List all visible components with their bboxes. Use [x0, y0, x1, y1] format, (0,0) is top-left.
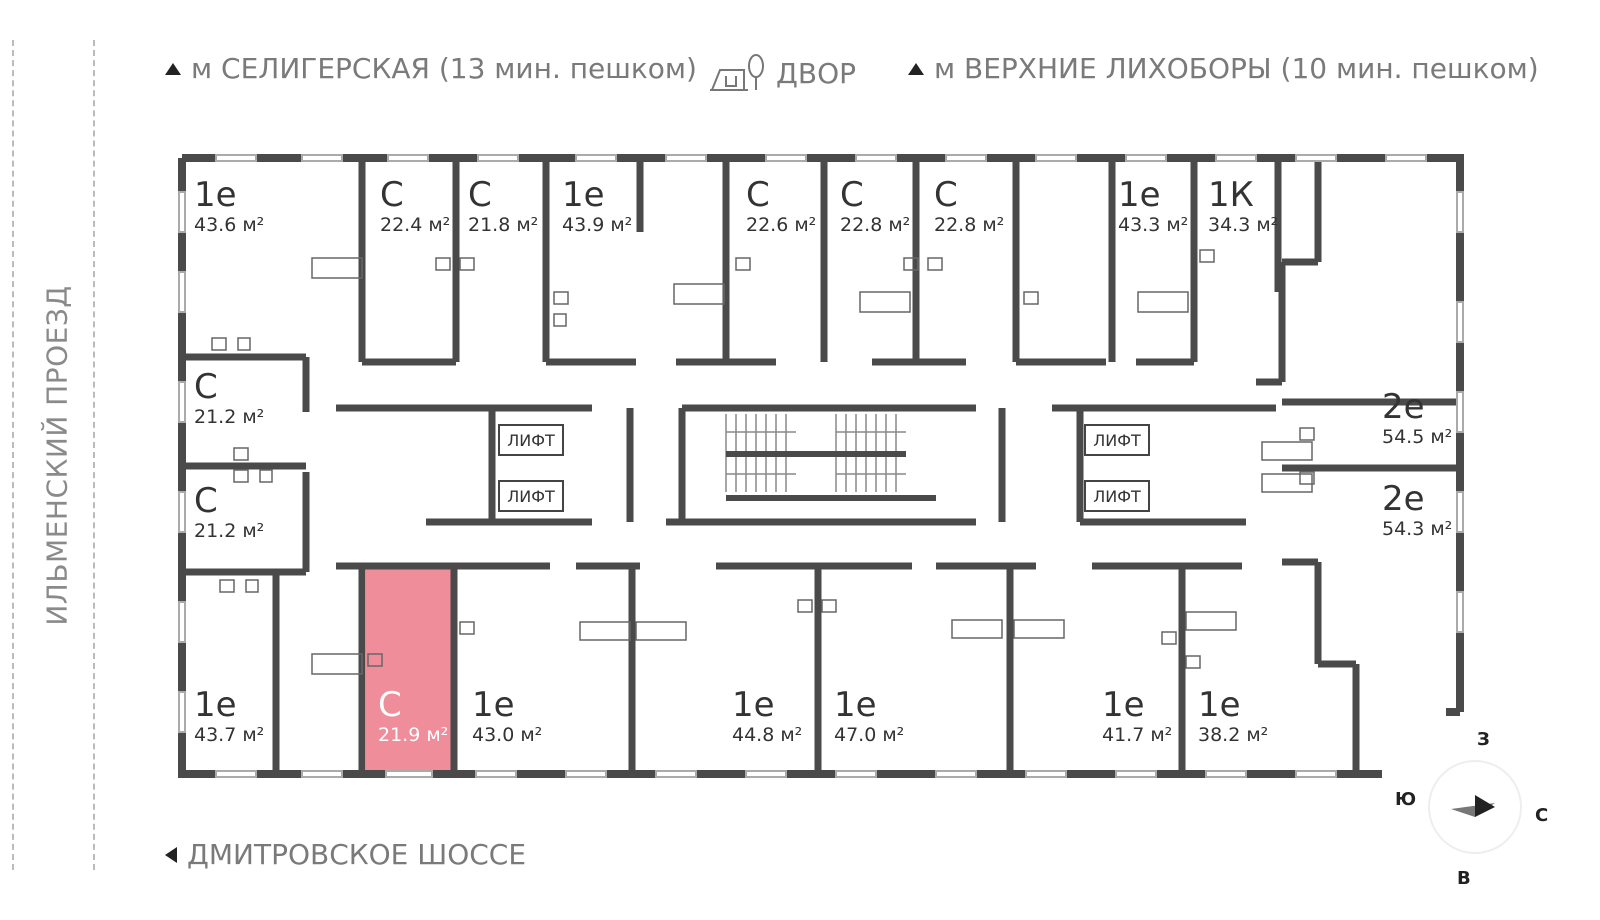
unit-type: 1К: [1208, 175, 1254, 215]
unit-area: 38.2 м²: [1198, 724, 1269, 746]
unit-area: 43.0 м²: [472, 724, 543, 746]
unit-type: С: [378, 685, 402, 725]
unit-u13[interactable]: 2е 54.3 м²: [1382, 482, 1452, 539]
street-name-left: ИЛЬМЕНСКИЙ ПРОЕЗД: [40, 284, 74, 626]
unit-u17[interactable]: 1е 44.8 м²: [732, 688, 802, 745]
unit-type: С: [194, 367, 218, 407]
metro-lihobory-text: м ВЕРХНИЕ ЛИХОБОРЫ (10 мин. пешком): [934, 52, 1539, 85]
unit-type: С: [840, 175, 864, 215]
unit-type: 1е: [834, 685, 877, 725]
compass: З С В Ю: [1395, 725, 1565, 895]
unit-area: 43.3 м²: [1118, 214, 1189, 236]
arrow-left-icon: [165, 846, 177, 863]
compass-south: В: [1457, 868, 1471, 889]
street-label-left: ИЛЬМЕНСКИЙ ПРОЕЗД: [12, 285, 102, 625]
unit-area: 34.3 м²: [1208, 214, 1279, 236]
arrow-up-icon: [908, 62, 924, 75]
unit-u16[interactable]: 1е 43.0 м²: [472, 688, 542, 745]
lift-2: ЛИФТ: [498, 480, 564, 512]
unit-type: 1е: [732, 685, 775, 725]
unit-type: 1е: [562, 175, 605, 215]
unit-u1[interactable]: 1е 43.6 м²: [194, 178, 264, 235]
compass-north: З: [1477, 729, 1490, 750]
unit-u8[interactable]: 1е 43.3 м²: [1118, 178, 1188, 235]
unit-area: 44.8 м²: [732, 724, 803, 746]
unit-type: 2е: [1382, 479, 1425, 519]
unit-area: 22.6 м²: [746, 214, 817, 236]
lift-1: ЛИФТ: [498, 424, 564, 456]
lift-4: ЛИФТ: [1084, 480, 1150, 512]
unit-area: 41.7 м²: [1102, 724, 1173, 746]
unit-u15-selected[interactable]: С 21.9 м²: [378, 688, 448, 745]
unit-u10[interactable]: С 21.2 м²: [194, 370, 264, 427]
unit-type: С: [468, 175, 492, 215]
unit-area: 43.6 м²: [194, 214, 265, 236]
unit-u7[interactable]: С 22.8 м²: [934, 178, 1004, 235]
metro-lihobory-label: м ВЕРХНИЕ ЛИХОБОРЫ (10 мин. пешком): [908, 52, 1539, 85]
unit-type: 2е: [1382, 387, 1425, 427]
unit-u9[interactable]: 1К 34.3 м²: [1208, 178, 1278, 235]
unit-type: 1е: [1118, 175, 1161, 215]
unit-u4[interactable]: 1е 43.9 м²: [562, 178, 632, 235]
dmitrovskoe-highway-text: ДМИТРОВСКОЕ ШОССЕ: [187, 838, 527, 871]
unit-area: 21.8 м²: [468, 214, 539, 236]
unit-area: 21.9 м²: [378, 724, 449, 746]
unit-area: 54.5 м²: [1382, 426, 1453, 448]
unit-type: С: [746, 175, 770, 215]
compass-east: С: [1535, 805, 1549, 826]
unit-u20[interactable]: 1е 38.2 м²: [1198, 688, 1268, 745]
unit-type: 1е: [1198, 685, 1241, 725]
street-border-line: [12, 40, 14, 870]
unit-type: 1е: [472, 685, 515, 725]
lift-3: ЛИФТ: [1084, 424, 1150, 456]
arrow-up-icon: [165, 62, 181, 75]
unit-area: 43.7 м²: [194, 724, 265, 746]
street-border-line: [93, 40, 95, 870]
unit-area: 21.2 м²: [194, 520, 265, 542]
metro-seligerskaya-text: м СЕЛИГЕРСКАЯ (13 мин. пешком): [191, 52, 697, 85]
unit-type: С: [194, 481, 218, 521]
unit-area: 22.4 м²: [380, 214, 451, 236]
unit-area: 54.3 м²: [1382, 518, 1453, 540]
unit-area: 22.8 м²: [840, 214, 911, 236]
compass-rose-icon: [1428, 760, 1522, 854]
unit-u18[interactable]: 1е 47.0 м²: [834, 688, 904, 745]
unit-u14[interactable]: 1е 43.7 м²: [194, 688, 264, 745]
dmitrovskoe-highway-label: ДМИТРОВСКОЕ ШОССЕ: [165, 838, 526, 871]
unit-area: 43.9 м²: [562, 214, 633, 236]
unit-area: 21.2 м²: [194, 406, 265, 428]
selected-unit-fill: [366, 565, 452, 777]
unit-u5[interactable]: С 22.6 м²: [746, 178, 816, 235]
unit-type: С: [934, 175, 958, 215]
floor-plan: 1е 43.6 м² С 22.4 м² С 21.8 м² 1е 43.9 м…: [176, 152, 1466, 780]
floor-plan-walls: [178, 154, 1464, 778]
unit-area: 47.0 м²: [834, 724, 905, 746]
unit-u12[interactable]: С 21.2 м²: [194, 484, 264, 541]
unit-u3[interactable]: С 21.8 м²: [468, 178, 538, 235]
unit-type: 1е: [194, 685, 237, 725]
unit-type: 1е: [194, 175, 237, 215]
unit-u11[interactable]: 2е 54.5 м²: [1382, 390, 1452, 447]
courtyard-label: ДВОР: [708, 52, 856, 94]
unit-area: 22.8 м²: [934, 214, 1005, 236]
unit-u2[interactable]: С 22.4 м²: [380, 178, 450, 235]
unit-type: С: [380, 175, 404, 215]
unit-u19[interactable]: 1е 41.7 м²: [1102, 688, 1172, 745]
unit-u6[interactable]: С 22.8 м²: [840, 178, 910, 235]
metro-seligerskaya-label: м СЕЛИГЕРСКАЯ (13 мин. пешком): [165, 52, 697, 85]
courtyard-text: ДВОР: [776, 56, 857, 90]
courtyard-icon: [710, 54, 764, 91]
unit-type: 1е: [1102, 685, 1145, 725]
compass-west: Ю: [1395, 789, 1417, 810]
